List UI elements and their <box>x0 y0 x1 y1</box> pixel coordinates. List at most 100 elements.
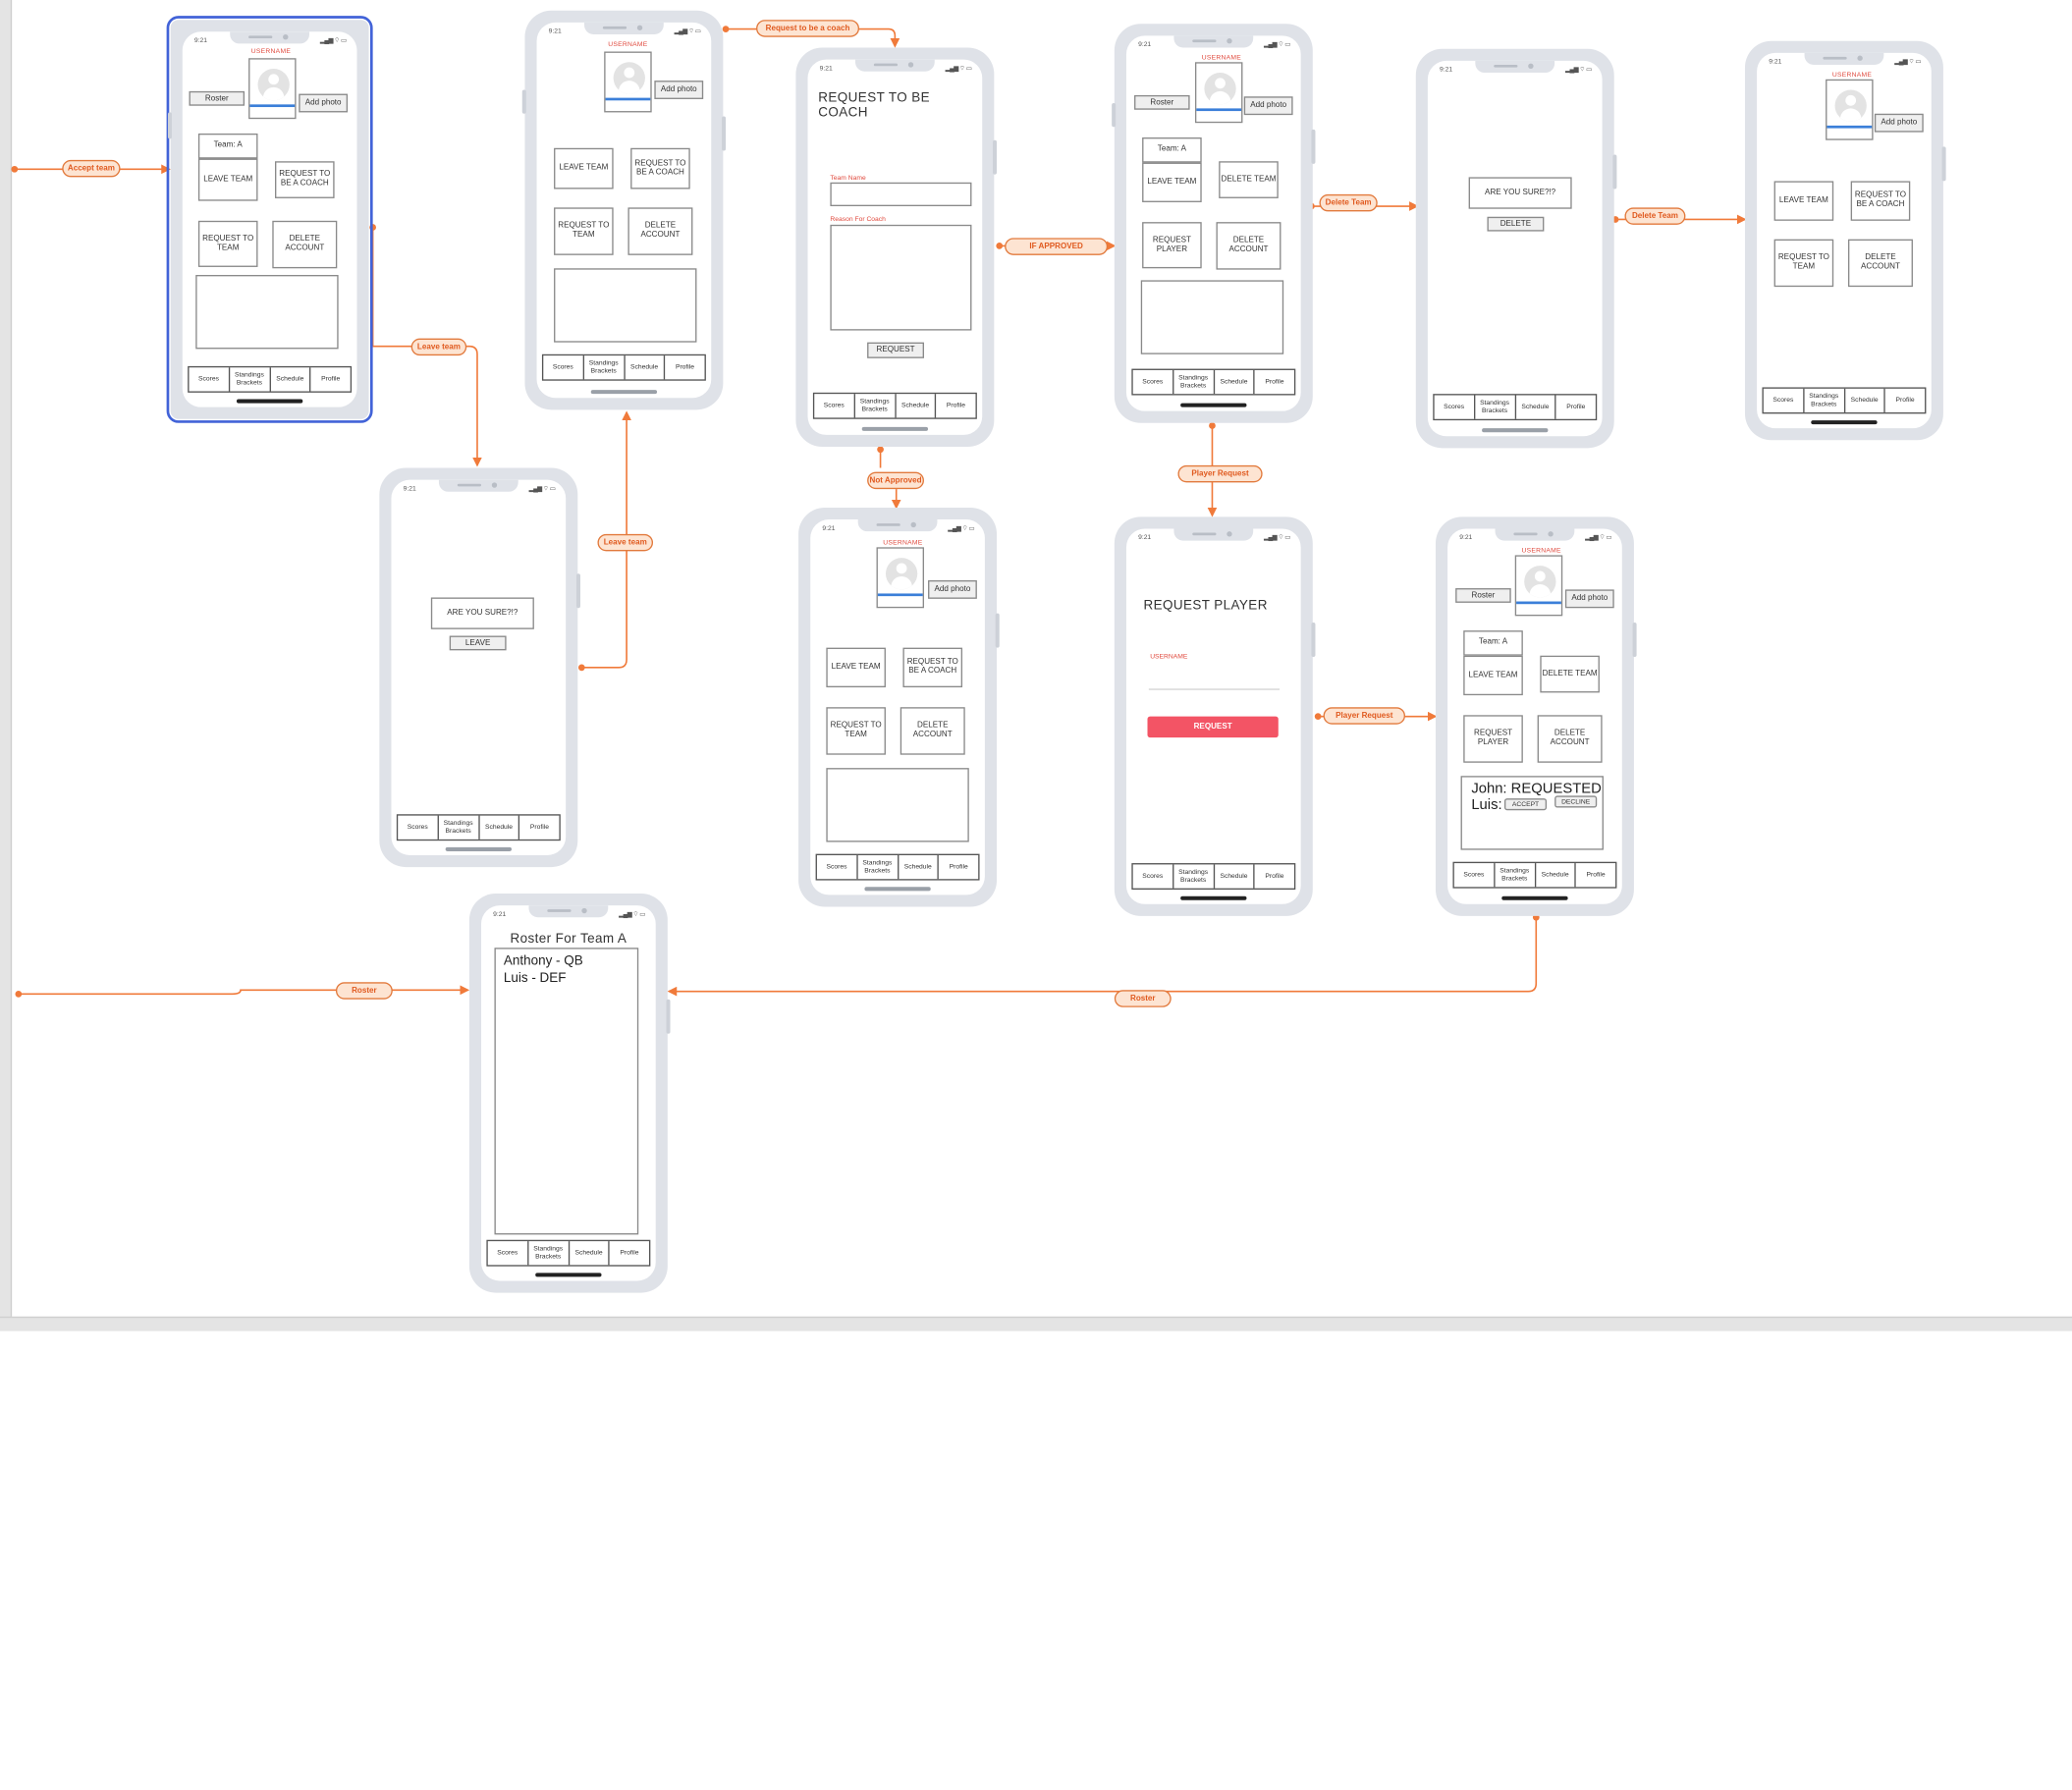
delete-team-button[interactable]: DELETE TEAM <box>1540 655 1600 693</box>
request-team-button[interactable]: REQUEST TO TEAM <box>826 707 886 755</box>
phone-request-player[interactable]: 9:21 ▂▄▆ ⌔ ▭ REQUEST PLAYER USERNAME REQ… <box>1114 516 1316 916</box>
tab-profile[interactable]: Profile <box>1586 871 1606 880</box>
tab-scores[interactable]: Scores <box>488 1241 529 1266</box>
tab-schedule[interactable]: Schedule <box>1214 369 1255 395</box>
tab-profile[interactable]: Profile <box>620 1249 639 1258</box>
add-photo-button[interactable]: Add photo <box>1874 113 1924 133</box>
tab-scores[interactable]: Scores <box>1454 863 1496 888</box>
request-team-button[interactable]: REQUEST TO TEAM <box>554 207 614 255</box>
leave-team-button[interactable]: LEAVE TEAM <box>826 647 886 688</box>
tab-schedule[interactable]: Schedule <box>899 854 940 880</box>
tab-scores[interactable]: Scores <box>817 854 858 880</box>
request-coach-button[interactable]: REQUEST TO BE A COACH <box>275 161 335 198</box>
request-player-button[interactable]: REQUEST PLAYER <box>1463 715 1523 763</box>
username-input[interactable] <box>1148 688 1281 690</box>
avatar[interactable] <box>248 58 297 120</box>
request-player-submit[interactable]: REQUEST <box>1147 716 1279 738</box>
tab-standings[interactable]: Standings Brackets <box>855 394 897 418</box>
phone-coach-requests[interactable]: 9:21 ▂▄▆ ⌔ ▭ USERNAME Roster Add photo T… <box>1435 516 1637 916</box>
tab-schedule[interactable]: Schedule <box>1536 863 1577 888</box>
delete-button[interactable]: DELETE <box>1487 216 1545 232</box>
delete-account-button[interactable]: DELETE ACCOUNT <box>1537 715 1603 763</box>
tab-profile[interactable]: Profile <box>1265 378 1284 387</box>
add-photo-button[interactable]: Add photo <box>928 579 977 599</box>
tab-standings[interactable]: Standings Brackets <box>857 854 899 880</box>
decline-button[interactable]: DECLINE <box>1554 795 1598 808</box>
tab-profile[interactable]: Profile <box>1566 403 1586 411</box>
tab-standings[interactable]: Standings Brackets <box>1804 388 1845 413</box>
flow-label-player-request-1[interactable]: Player Request <box>1177 464 1263 483</box>
delete-account-button[interactable]: DELETE ACCOUNT <box>1847 239 1913 288</box>
leave-team-button[interactable]: LEAVE TEAM <box>1142 162 1202 202</box>
tab-standings[interactable]: Standings Brackets <box>230 367 271 392</box>
delete-team-button[interactable]: DELETE TEAM <box>1219 161 1279 198</box>
request-player-button[interactable]: REQUEST PLAYER <box>1142 222 1202 269</box>
tab-standings[interactable]: Standings Brackets <box>528 1241 570 1266</box>
tab-standings[interactable]: Standings Brackets <box>1173 369 1215 395</box>
tab-profile[interactable]: Profile <box>1895 396 1915 405</box>
request-coach-submit[interactable]: REQUEST <box>867 342 924 358</box>
leave-team-button[interactable]: LEAVE TEAM <box>1773 181 1834 221</box>
flow-label-accept-team[interactable]: Accept team <box>62 159 121 178</box>
leave-team-button[interactable]: LEAVE TEAM <box>197 158 258 201</box>
request-coach-button[interactable]: REQUEST TO BE A COACH <box>630 147 690 190</box>
tab-schedule[interactable]: Schedule <box>1515 395 1556 419</box>
tab-standings[interactable]: Standings Brackets <box>439 815 479 840</box>
leave-team-button[interactable]: LEAVE TEAM <box>554 147 614 190</box>
add-photo-button[interactable]: Add photo <box>299 93 349 113</box>
add-photo-button[interactable]: Add photo <box>1564 589 1614 609</box>
phone-profile-with-team[interactable]: 9:21 ▂▄▆ ⌔ ▭ USERNAME Roster Add photo T… <box>166 16 373 423</box>
tab-profile[interactable]: Profile <box>675 363 695 372</box>
request-coach-button[interactable]: REQUEST TO BE A COACH <box>902 647 963 688</box>
phone-confirm-delete[interactable]: 9:21 ▂▄▆ ⌔ ▭ ARE YOU SURE?!? DELETE Scor… <box>1415 48 1617 449</box>
phone-profile-after-delete[interactable]: 9:21 ▂▄▆ ⌔ ▭ USERNAME Add photo LEAVE TE… <box>1744 40 1946 441</box>
tab-schedule[interactable]: Schedule <box>1845 388 1886 413</box>
delete-account-button[interactable]: DELETE ACCOUNT <box>627 207 693 255</box>
add-photo-button[interactable]: Add photo <box>654 81 704 99</box>
flow-label-roster-2[interactable]: Roster <box>1114 990 1172 1007</box>
flow-label-player-request-2[interactable]: Player Request <box>1323 707 1406 725</box>
flow-label-delete-team-2[interactable]: Delete Team <box>1624 207 1686 225</box>
tab-profile[interactable]: Profile <box>949 863 968 872</box>
tab-standings[interactable]: Standings Brackets <box>1475 395 1516 419</box>
leave-team-button[interactable]: LEAVE TEAM <box>1463 655 1523 696</box>
tab-scores[interactable]: Scores <box>398 815 439 840</box>
flow-label-leave-team-1[interactable]: Leave team <box>410 338 467 356</box>
flow-label-delete-team-1[interactable]: Delete Team <box>1319 193 1378 212</box>
tab-scores[interactable]: Scores <box>1764 388 1805 413</box>
flow-label-request-coach[interactable]: Request to be a coach <box>756 20 860 37</box>
roster-button[interactable]: Roster <box>189 90 245 106</box>
tab-schedule[interactable]: Schedule <box>1214 864 1255 889</box>
tab-standings[interactable]: Standings Brackets <box>1173 864 1215 889</box>
tab-schedule[interactable]: Schedule <box>625 355 666 380</box>
delete-account-button[interactable]: DELETE ACCOUNT <box>272 220 338 269</box>
phone-coach-profile[interactable]: 9:21 ▂▄▆ ⌔ ▭ USERNAME Roster Add photo T… <box>1112 24 1316 423</box>
request-coach-button[interactable]: REQUEST TO BE A COACH <box>1850 181 1911 221</box>
tab-profile[interactable]: Profile <box>321 375 341 384</box>
tab-profile[interactable]: Profile <box>529 823 549 832</box>
tab-scores[interactable]: Scores <box>1133 864 1174 889</box>
tab-schedule[interactable]: Schedule <box>270 367 311 392</box>
phone-profile-no-team[interactable]: 9:21 ▂▄▆ ⌔ ▭ USERNAME Add photo LEAVE TE… <box>521 10 727 410</box>
phone-request-coach[interactable]: 9:21 ▂▄▆ ⌔ ▭ REQUEST TO BE COACH Team Na… <box>795 47 998 448</box>
tab-profile[interactable]: Profile <box>946 402 966 410</box>
tab-schedule[interactable]: Schedule <box>570 1241 610 1266</box>
leave-button[interactable]: LEAVE <box>449 635 507 651</box>
tab-scores[interactable]: Scores <box>1133 369 1174 395</box>
request-team-button[interactable]: REQUEST TO TEAM <box>1773 239 1834 288</box>
avatar[interactable] <box>1194 62 1243 124</box>
delete-account-button[interactable]: DELETE ACCOUNT <box>1216 222 1281 270</box>
phone-not-approved-profile[interactable]: 9:21 ▂▄▆ ⌔ ▭ USERNAME Add photo LEAVE TE… <box>798 507 1000 907</box>
avatar[interactable] <box>876 547 924 609</box>
flow-label-leave-team-2[interactable]: Leave team <box>597 533 654 552</box>
tab-scores[interactable]: Scores <box>543 355 584 380</box>
avatar[interactable] <box>604 51 652 113</box>
tab-scores[interactable]: Scores <box>814 394 855 418</box>
flow-label-if-approved[interactable]: IF APPROVED <box>1005 238 1109 255</box>
tab-standings[interactable]: Standings Brackets <box>1495 863 1536 888</box>
tab-profile[interactable]: Profile <box>1265 872 1284 881</box>
flow-label-roster-1[interactable]: Roster <box>335 982 393 1000</box>
accept-button[interactable]: ACCEPT <box>1503 798 1548 811</box>
add-photo-button[interactable]: Add photo <box>1243 96 1293 116</box>
roster-button[interactable]: Roster <box>1134 94 1190 110</box>
